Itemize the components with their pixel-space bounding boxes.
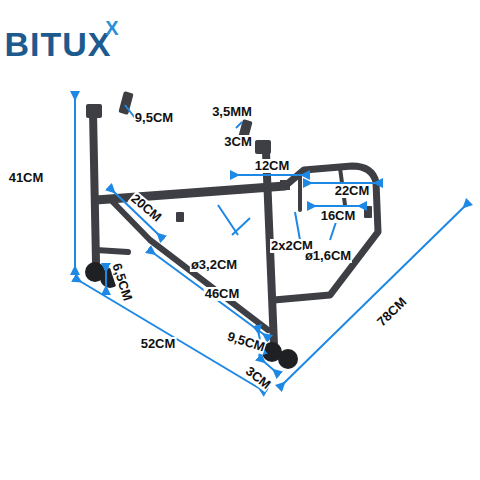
handle-width-dimension: 22CM bbox=[334, 184, 371, 198]
base-brace bbox=[110, 199, 268, 330]
handle-loop bbox=[274, 166, 378, 300]
stand-frame bbox=[93, 112, 378, 345]
fork-width-dimension: 9,5CM bbox=[134, 111, 174, 125]
handle-inner-dimension: 16CM bbox=[320, 209, 357, 223]
cross-tube bbox=[96, 186, 285, 200]
dimension-lines bbox=[75, 96, 466, 390]
left-upright bbox=[93, 112, 96, 262]
tube-diameter-dimension: ø3,2CM bbox=[190, 258, 238, 272]
span-dimension: 46CM bbox=[204, 287, 241, 301]
tube-diameter-dimension: ø1,6CM bbox=[304, 249, 352, 263]
brand-logo: BITUX bbox=[4, 26, 113, 62]
brand-logo-mark: X bbox=[104, 17, 119, 39]
depth-dimension: 78CM bbox=[374, 294, 410, 330]
width-dimension: 52CM bbox=[140, 337, 177, 351]
fork-depth-dimension: 3CM bbox=[223, 135, 252, 149]
thickness-dimension: 3,5MM bbox=[211, 105, 253, 119]
height-dimension: 41CM bbox=[8, 171, 45, 185]
left-foot bbox=[96, 250, 128, 252]
length-dimension: 12CM bbox=[254, 159, 291, 173]
